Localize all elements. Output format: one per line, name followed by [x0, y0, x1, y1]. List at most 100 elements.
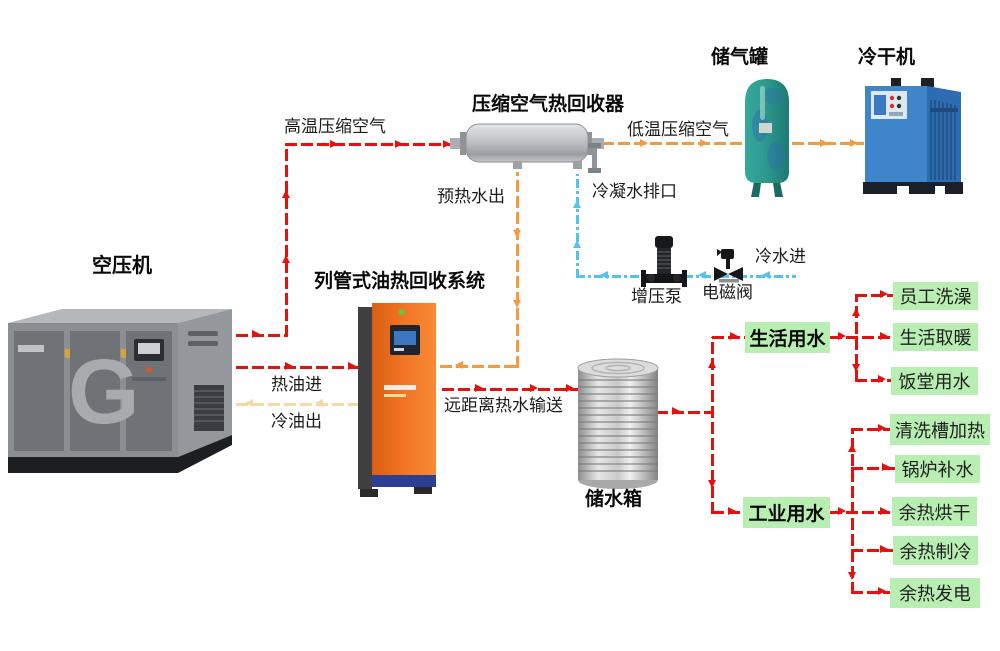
label-high-temp-air: 高温压缩空气 [284, 117, 386, 136]
flow-arrow-icon [852, 364, 860, 372]
label-preheat-water-out: 预热水出 [437, 187, 505, 206]
box-branch-boiler: 锅炉补水 [895, 455, 980, 483]
label-solenoid-valve: 电磁阀 [702, 283, 753, 302]
oil-heat-recovery-cabinet-image [358, 303, 436, 497]
air-dryer-image [863, 78, 963, 194]
box-domestic-water: 生活用水 [745, 322, 830, 353]
box-branch-canteen: 饭堂用水 [891, 367, 978, 395]
flow-arrow-icon [850, 139, 858, 147]
flow-arrow-icon [698, 271, 706, 279]
pipe-branch-cleaning [851, 428, 890, 431]
flow-arrow-icon [513, 300, 521, 308]
pipe-branch-power [851, 591, 890, 594]
label-condensate-drain: 冷凝水排口 [592, 182, 677, 201]
flow-arrow-icon [475, 384, 483, 392]
flow-arrow-icon [848, 444, 856, 452]
pipe-branch-shower [855, 294, 893, 297]
pipe-to-industrial [712, 511, 743, 514]
label-compressor: 空压机 [92, 255, 152, 277]
flow-arrow-icon [282, 255, 290, 263]
label-oil-recovery-unit: 列管式油热回收系统 [314, 271, 486, 292]
label-air-dryer: 冷干机 [858, 47, 916, 68]
svg-text:G: G [68, 341, 140, 443]
flow-arrow-icon [708, 480, 716, 488]
booster-pump-image [641, 236, 687, 287]
box-branch-power: 余热发电 [890, 578, 980, 608]
flow-arrow-icon [838, 507, 846, 515]
flow-arrow-icon [573, 240, 581, 248]
label-cold-oil-out: 冷油出 [271, 412, 322, 431]
box-branch-heating: 生活取暖 [893, 323, 978, 351]
flow-arrow-icon [315, 399, 323, 407]
flow-arrow-icon [728, 507, 736, 515]
air-compressor-image: G [8, 309, 232, 473]
box-branch-cooling: 余热制冷 [893, 536, 978, 565]
pipe-low-temp-air [602, 142, 742, 145]
pipe-hot-oil-in [236, 366, 372, 369]
flow-arrow-icon [282, 190, 290, 198]
flow-arrow-icon [566, 384, 574, 392]
pipe-branch-cooling [851, 549, 893, 552]
flow-arrow-icon [878, 424, 886, 432]
flow-arrow-icon [348, 362, 356, 370]
flow-arrow-icon [672, 407, 680, 415]
flow-arrow-icon [838, 332, 846, 340]
flow-arrow-icon [878, 375, 886, 383]
flow-arrow-icon [455, 361, 463, 369]
pipe-compressor-outlet [236, 334, 287, 337]
flow-arrow-icon [245, 399, 253, 407]
flow-arrow-icon [530, 384, 538, 392]
flow-arrow-icon [852, 308, 860, 316]
pipe-branch-boiler [851, 467, 895, 470]
flow-arrow-icon [573, 200, 581, 208]
pipe-to-domestic [712, 336, 745, 339]
flow-arrow-icon [762, 271, 770, 279]
pipe-domestic-junction [855, 294, 858, 382]
pipe-preheat-water-vertical [516, 172, 519, 368]
pipe-domestic-out [830, 336, 893, 339]
flow-arrow-icon [882, 463, 890, 471]
pipe-tank-to-dryer [792, 142, 864, 145]
box-branch-shower: 员工洗澡 [893, 282, 978, 310]
flow-arrow-icon [640, 139, 648, 147]
flow-arrow-icon [880, 290, 888, 298]
solenoid-valve-image [714, 249, 743, 283]
label-booster-pump: 增压泵 [631, 287, 682, 306]
flow-arrow-icon [252, 330, 260, 338]
label-hot-oil-in: 热油进 [271, 375, 322, 394]
flow-arrow-icon [395, 140, 403, 148]
flow-arrow-icon [880, 332, 888, 340]
box-branch-cleaning: 清洗槽加热 [890, 414, 990, 445]
pipe-industrial-out [830, 511, 892, 514]
pipe-branch-canteen [855, 379, 891, 382]
pipe-industrial-junction [851, 428, 854, 594]
pipe-cold-oil-out [236, 403, 372, 406]
label-air-heat-recovery: 压缩空气热回收器 [472, 94, 625, 115]
flow-arrow-icon [330, 140, 338, 148]
pipe-cold-water-vertical [576, 174, 579, 278]
label-cold-water-in: 冷水进 [755, 247, 806, 266]
flow-arrow-icon [848, 572, 856, 580]
pipe-high-temp-air-horizontal [285, 143, 455, 146]
flow-arrow-icon [285, 362, 293, 370]
flow-arrow-icon [878, 587, 886, 595]
flow-arrow-icon [443, 140, 451, 148]
pipe-long-distance-hot-water [442, 388, 580, 391]
flow-arrow-icon [600, 271, 608, 279]
label-low-temp-air: 低温压缩空气 [627, 120, 729, 139]
box-branch-drying: 余热烘干 [892, 497, 977, 526]
box-industrial-water: 工业用水 [743, 497, 830, 528]
label-long-distance-hot-water: 远距离热水输送 [444, 396, 563, 415]
flow-arrow-icon [708, 360, 716, 368]
flow-arrow-icon [700, 139, 708, 147]
flow-arrow-icon [820, 139, 828, 147]
pipe-preheat-water-horizontal [440, 365, 518, 368]
flow-arrow-icon [880, 507, 888, 515]
flow-arrow-icon [880, 545, 888, 553]
air-storage-tank-image [745, 79, 789, 197]
pipe-tank-outlet [656, 411, 712, 414]
water-storage-tank-image [577, 358, 659, 489]
flow-arrow-icon [513, 230, 521, 238]
air-heat-exchanger-image [450, 123, 604, 173]
